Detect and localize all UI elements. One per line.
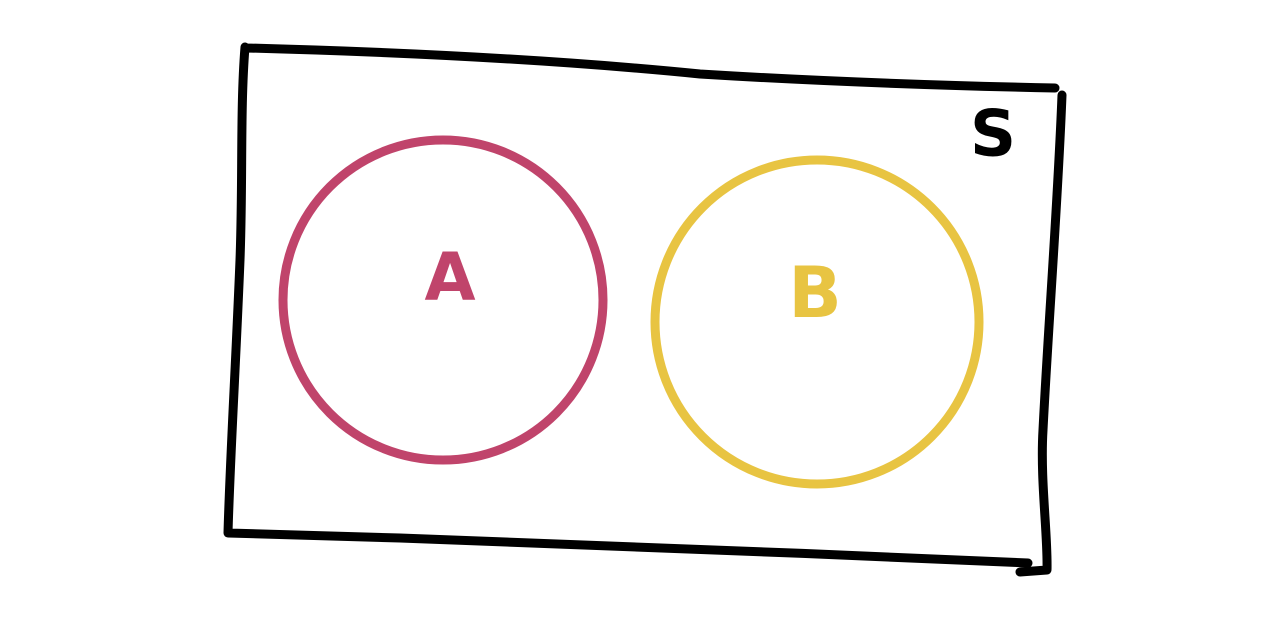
set-a-label: A	[424, 239, 475, 316]
set-a-circle	[278, 135, 608, 465]
universe-label: S	[970, 98, 1016, 172]
set-b-label: B	[788, 252, 841, 334]
set-b-circle	[650, 155, 984, 489]
universe-rectangle	[223, 42, 1067, 577]
